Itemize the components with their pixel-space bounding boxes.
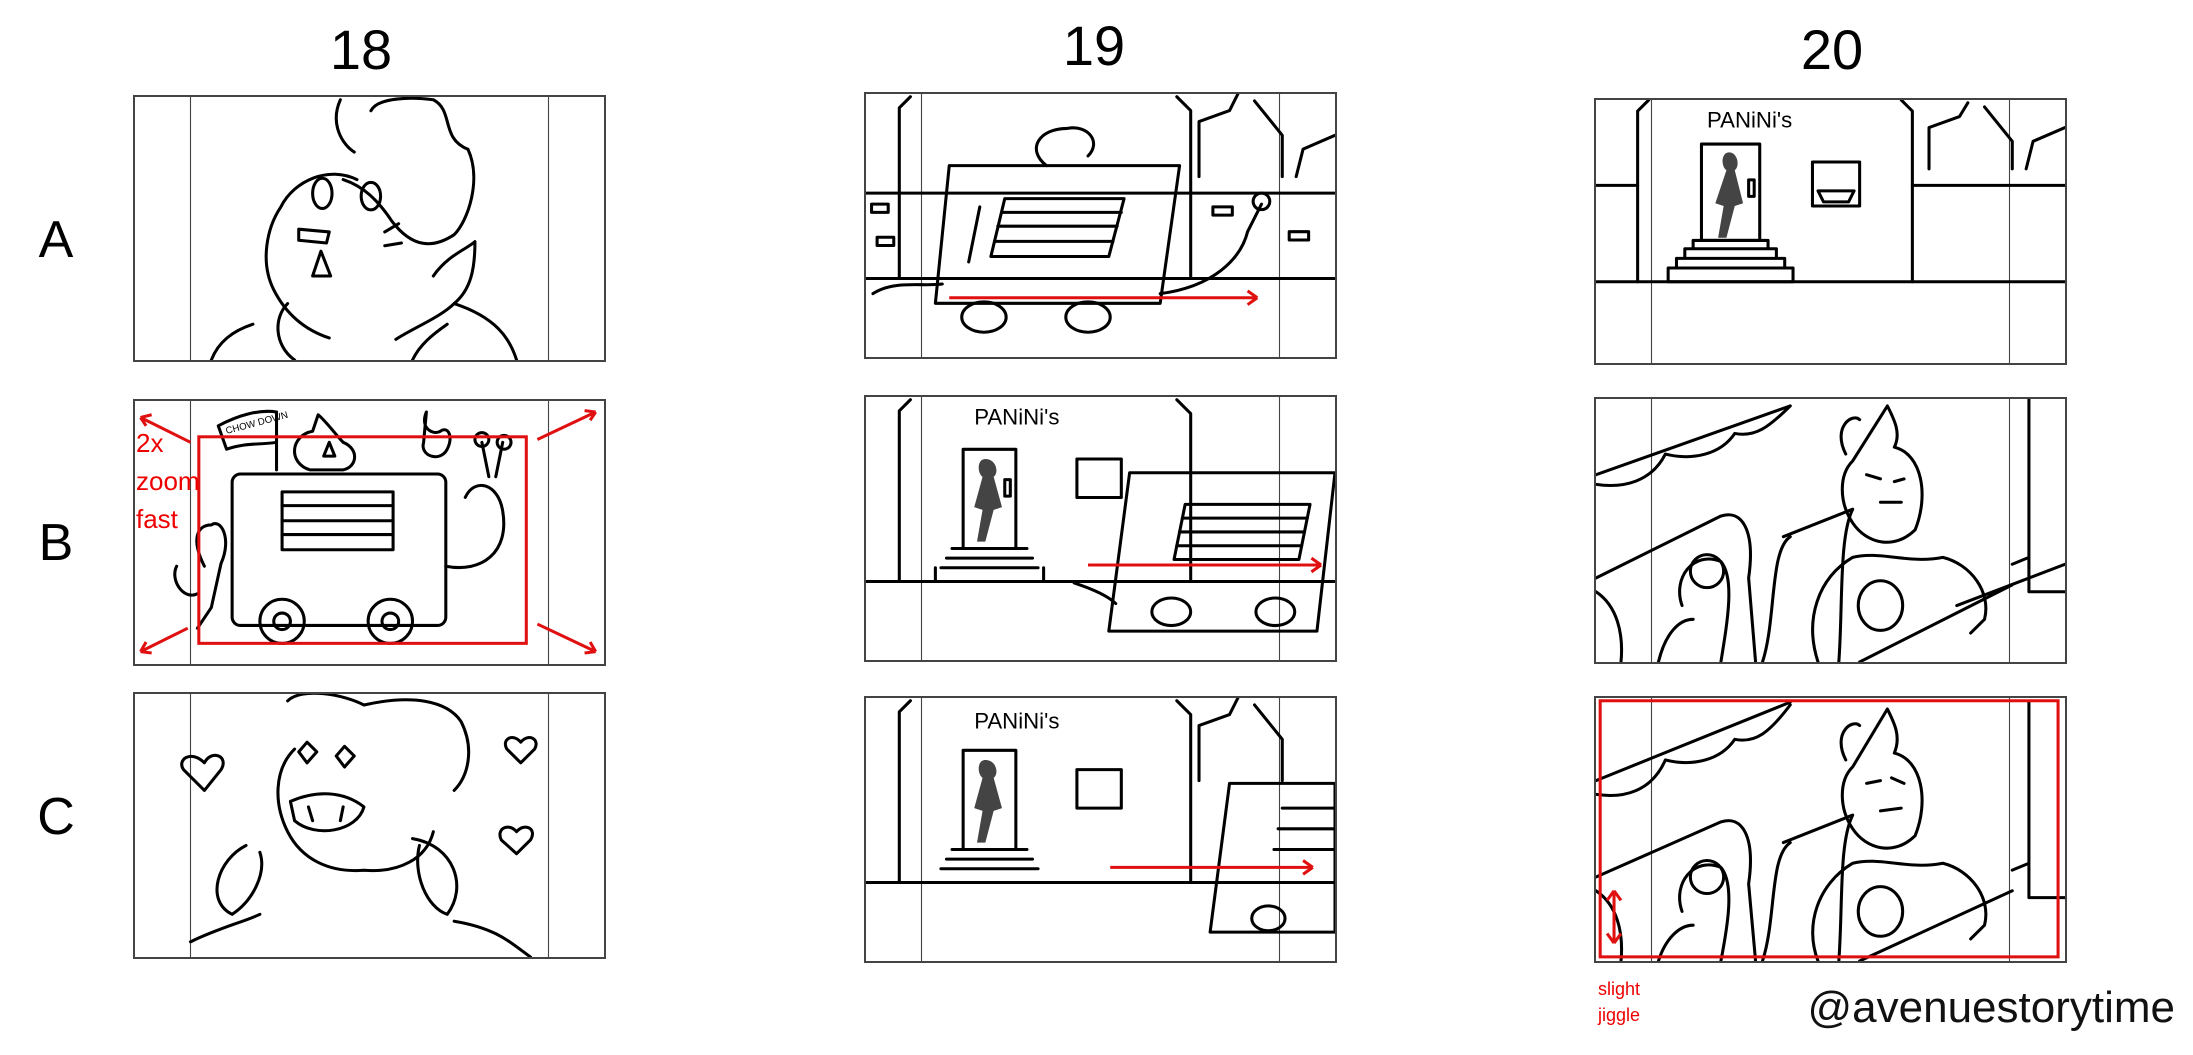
column-header-20: 20 bbox=[1800, 18, 1864, 81]
flag-text: CHOW DOWN bbox=[225, 410, 290, 437]
column-header-18: 18 bbox=[329, 18, 393, 81]
row-label-c: C bbox=[37, 788, 75, 846]
zoom-note-line: 2x bbox=[136, 428, 164, 458]
shop-sign: PANiNi's bbox=[974, 708, 1059, 733]
jiggle-annotation: slight jiggle bbox=[1598, 976, 1640, 1028]
column-header-19: 19 bbox=[1062, 14, 1126, 77]
panel-18c bbox=[133, 692, 606, 959]
zoom-annotation: 2x zoom fast bbox=[136, 424, 200, 538]
jiggle-note-line: jiggle bbox=[1598, 1005, 1641, 1025]
sketch-snail-truck-wide: CHOW DOWN bbox=[139, 401, 597, 664]
panel-20c bbox=[1594, 696, 2067, 963]
sketch-truck-passing-3: PANiNi's bbox=[866, 698, 1335, 961]
shop-sign: PANiNi's bbox=[1707, 108, 1792, 133]
credit-handle: @avenuestorytime bbox=[1807, 983, 2176, 1032]
row-label-b: B bbox=[38, 514, 74, 572]
panel-18a bbox=[133, 95, 606, 362]
panel-19c: PANiNi's bbox=[864, 696, 1337, 963]
panel-19b: PANiNi's bbox=[864, 395, 1337, 662]
sketch-car-interior-jiggle bbox=[1596, 698, 2065, 961]
zoom-note-line: zoom bbox=[136, 466, 200, 496]
jiggle-note-line: slight bbox=[1598, 979, 1641, 999]
sketch-car-interior bbox=[1596, 399, 2065, 662]
sketch-shop-front: PANiNi's bbox=[1596, 100, 2065, 363]
panel-20a: PANiNi's bbox=[1594, 98, 2067, 365]
panel-20b bbox=[1594, 397, 2067, 664]
sketch-truck-passing-1 bbox=[866, 94, 1335, 357]
sketch-love-struck-face bbox=[180, 694, 550, 957]
sketch-truck-passing-2: PANiNi's bbox=[866, 397, 1335, 660]
sketch-surprised-face bbox=[189, 97, 550, 360]
row-label-a: A bbox=[38, 211, 74, 269]
zoom-note-line: fast bbox=[136, 504, 178, 534]
panel-18b: CHOW DOWN bbox=[133, 399, 606, 666]
panel-19a bbox=[864, 92, 1337, 359]
shop-sign: PANiNi's bbox=[974, 405, 1059, 430]
